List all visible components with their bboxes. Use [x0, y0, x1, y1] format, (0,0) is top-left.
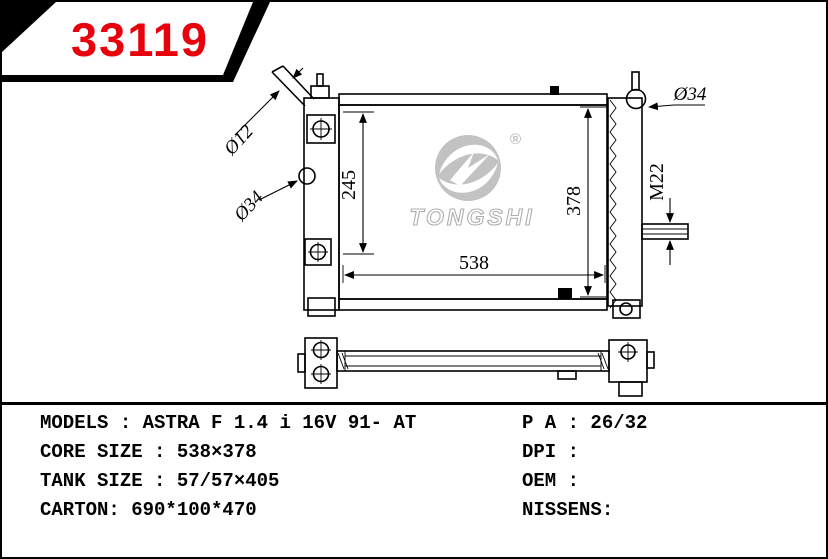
radiator-drawing: ® TONGSHI	[219, 65, 707, 397]
dim-core-height-label: 378	[563, 186, 585, 216]
dim-core-height: 378	[563, 106, 608, 298]
spec-tank-size: TANK SIZE : 57/57×405	[40, 470, 280, 492]
spec-divider	[2, 402, 826, 405]
spec-core-size: CORE SIZE : 538×378	[40, 441, 257, 463]
drain-plug	[558, 288, 572, 299]
part-number: 33119	[71, 13, 209, 66]
bottom-view	[297, 337, 655, 397]
thread-port	[641, 223, 689, 240]
dim-mount-pitch: 245	[338, 111, 374, 255]
spec-column-left: MODELS : ASTRA F 1.4 i 16V 91- AT CORE S…	[40, 413, 416, 521]
spec-column-right: P A : 26/32 DPI : OEM : NISSENS:	[522, 413, 647, 521]
registered-mark: ®	[510, 131, 521, 148]
dim-left-filler-label: Ø34	[229, 187, 268, 226]
brand-watermark: ® TONGSHI	[409, 131, 534, 231]
top-clip	[550, 86, 559, 95]
badge-shape: 33119	[2, 2, 270, 82]
dim-outlet-pipe-label: Ø34	[673, 84, 707, 105]
spec-oem: OEM :	[522, 470, 580, 492]
front-view: 245 538 378 Ø12	[219, 65, 707, 319]
brand-name: TONGSHI	[409, 204, 534, 230]
left-tank	[271, 65, 340, 317]
dim-outlet-pipe: Ø34	[648, 84, 707, 111]
dim-mount-pitch-label: 245	[338, 170, 360, 200]
dim-core-width: 538	[342, 252, 606, 283]
dim-thread-label: M22	[646, 163, 668, 201]
top-plate	[338, 93, 608, 106]
dim-inlet-pipe-label: Ø12	[219, 121, 258, 160]
dim-thread: M22	[646, 163, 674, 265]
spec-pa: P A : 26/32	[522, 412, 648, 434]
spec-models: MODELS : ASTRA F 1.4 i 16V 91- AT	[40, 412, 417, 434]
bottom-plate	[338, 298, 608, 311]
spec-dpi: DPI :	[522, 441, 580, 463]
badge-white-plate	[2, 2, 253, 75]
spec-carton: CARTON: 690*100*470	[40, 499, 257, 521]
part-number-badge: 33119	[2, 2, 274, 84]
dim-core-width-label: 538	[459, 252, 489, 274]
right-tank	[607, 71, 689, 319]
spec-nissens: NISSENS:	[522, 499, 614, 521]
dim-left-filler: Ø34	[229, 180, 298, 226]
